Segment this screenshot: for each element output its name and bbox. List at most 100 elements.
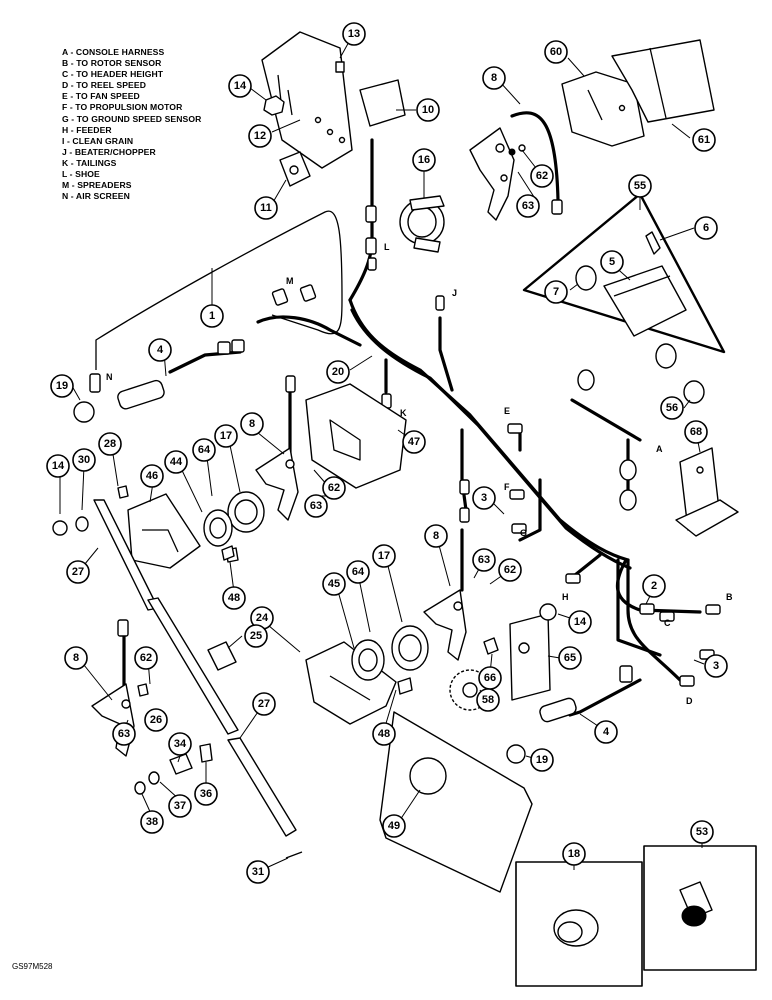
legend-item: C - TO HEADER HEIGHT xyxy=(62,69,164,80)
bracket-25 xyxy=(207,641,237,671)
callout-46: 46 xyxy=(140,464,164,488)
svg-text:37: 37 xyxy=(174,800,186,812)
callout-bubbles: 13 14 12 10 11 60 61 8 16 62 63 55 6 5 7… xyxy=(46,22,728,884)
callout-62: 62 xyxy=(322,476,346,500)
svg-text:1: 1 xyxy=(209,310,215,322)
svg-text:62: 62 xyxy=(328,482,340,494)
legend-item: F - TO PROPULSION MOTOR xyxy=(62,102,183,113)
svg-text:38: 38 xyxy=(146,816,158,828)
callout-4: 4 xyxy=(594,720,618,744)
svg-text:8: 8 xyxy=(73,652,79,664)
svg-text:17: 17 xyxy=(378,550,390,562)
svg-text:27: 27 xyxy=(72,566,84,578)
figure-code: GS97M528 xyxy=(12,962,53,971)
letter-k: K xyxy=(400,408,407,418)
kit-55 xyxy=(522,192,726,404)
callout-37: 37 xyxy=(168,794,192,818)
legend-item: E - TO FAN SPEED xyxy=(62,91,140,102)
legend-item: H - FEEDER xyxy=(62,124,112,135)
svg-text:68: 68 xyxy=(690,426,702,438)
callout-18: 18 xyxy=(562,842,586,866)
callout-7: 7 xyxy=(544,280,568,304)
clamp-16 xyxy=(399,195,445,253)
callout-1: 1 xyxy=(200,304,224,328)
letter-d: D xyxy=(686,696,693,706)
callout-31: 31 xyxy=(246,860,270,884)
sensor-bracket-8-top xyxy=(469,127,526,221)
callout-64: 64 xyxy=(346,560,370,584)
callout-55: 55 xyxy=(628,174,652,198)
clamp-17-mid xyxy=(203,491,265,547)
box-18 xyxy=(515,861,643,987)
svg-text:64: 64 xyxy=(198,444,211,456)
block-11 xyxy=(279,151,311,187)
harness-letter-labels: A B C D E F G H J K L M N xyxy=(106,242,733,706)
svg-text:63: 63 xyxy=(522,200,534,212)
callout-27: 27 xyxy=(66,560,90,584)
svg-text:14: 14 xyxy=(574,616,587,628)
callout-58: 58 xyxy=(476,688,500,712)
svg-text:55: 55 xyxy=(634,180,646,192)
callout-34: 34 xyxy=(168,732,192,756)
legend: A - CONSOLE HARNESS B - TO ROTOR SENSOR … xyxy=(62,47,201,202)
svg-text:3: 3 xyxy=(481,492,487,504)
callout-5: 5 xyxy=(600,250,624,274)
svg-text:63: 63 xyxy=(118,728,130,740)
callout-19: 19 xyxy=(50,374,74,398)
svg-text:64: 64 xyxy=(352,566,365,578)
letter-b: B xyxy=(726,592,733,602)
callout-3: 3 xyxy=(704,654,728,678)
sensor-4-bottom xyxy=(506,697,577,764)
bracket-60-61 xyxy=(561,39,715,147)
svg-text:20: 20 xyxy=(332,366,344,378)
sensor-n xyxy=(73,379,165,423)
svg-text:13: 13 xyxy=(348,28,360,40)
letter-f: F xyxy=(504,482,510,492)
svg-text:63: 63 xyxy=(478,554,490,566)
callout-61: 61 xyxy=(692,128,716,152)
callout-25: 25 xyxy=(244,624,268,648)
callout-4: 4 xyxy=(148,338,172,362)
legend-item: M - SPREADERS xyxy=(62,180,132,191)
callout-13: 13 xyxy=(342,22,366,46)
svg-text:36: 36 xyxy=(200,788,212,800)
callout-63: 63 xyxy=(516,194,540,218)
svg-text:19: 19 xyxy=(536,754,548,766)
svg-text:12: 12 xyxy=(254,130,266,142)
svg-text:7: 7 xyxy=(553,286,559,298)
callout-8: 8 xyxy=(64,646,88,670)
legend-item: G - TO GROUND SPEED SENSOR xyxy=(62,113,202,124)
callout-63: 63 xyxy=(112,722,136,746)
svg-text:25: 25 xyxy=(250,630,262,642)
callout-62: 62 xyxy=(530,164,554,188)
legend-item: L - SHOE xyxy=(62,169,100,180)
svg-text:56: 56 xyxy=(666,402,678,414)
callout-17: 17 xyxy=(372,544,396,568)
hardware-bottom-left xyxy=(134,743,213,795)
svg-text:48: 48 xyxy=(228,592,240,604)
connector-2 xyxy=(639,603,655,615)
letter-h: H xyxy=(562,592,569,602)
svg-text:47: 47 xyxy=(408,436,420,448)
svg-text:14: 14 xyxy=(234,80,247,92)
callout-19: 19 xyxy=(530,748,554,772)
svg-text:8: 8 xyxy=(249,418,255,430)
legend-item: J - BEATER/CHOPPER xyxy=(62,146,156,157)
svg-text:2: 2 xyxy=(651,580,657,592)
letter-c: C xyxy=(664,618,671,628)
callout-12: 12 xyxy=(248,124,272,148)
svg-text:26: 26 xyxy=(150,714,162,726)
callout-62: 62 xyxy=(498,558,522,582)
sensor-bracket-8-lower xyxy=(423,589,467,661)
callout-60: 60 xyxy=(544,40,568,64)
callout-2: 2 xyxy=(642,574,666,598)
svg-text:19: 19 xyxy=(56,380,68,392)
callout-63: 63 xyxy=(472,548,496,572)
letter-g: G xyxy=(520,528,527,538)
callout-26: 26 xyxy=(144,708,168,732)
legend-item: B - TO ROTOR SENSOR xyxy=(62,58,162,69)
svg-text:65: 65 xyxy=(564,652,576,664)
bracket-68 xyxy=(675,447,739,537)
svg-text:63: 63 xyxy=(310,500,322,512)
